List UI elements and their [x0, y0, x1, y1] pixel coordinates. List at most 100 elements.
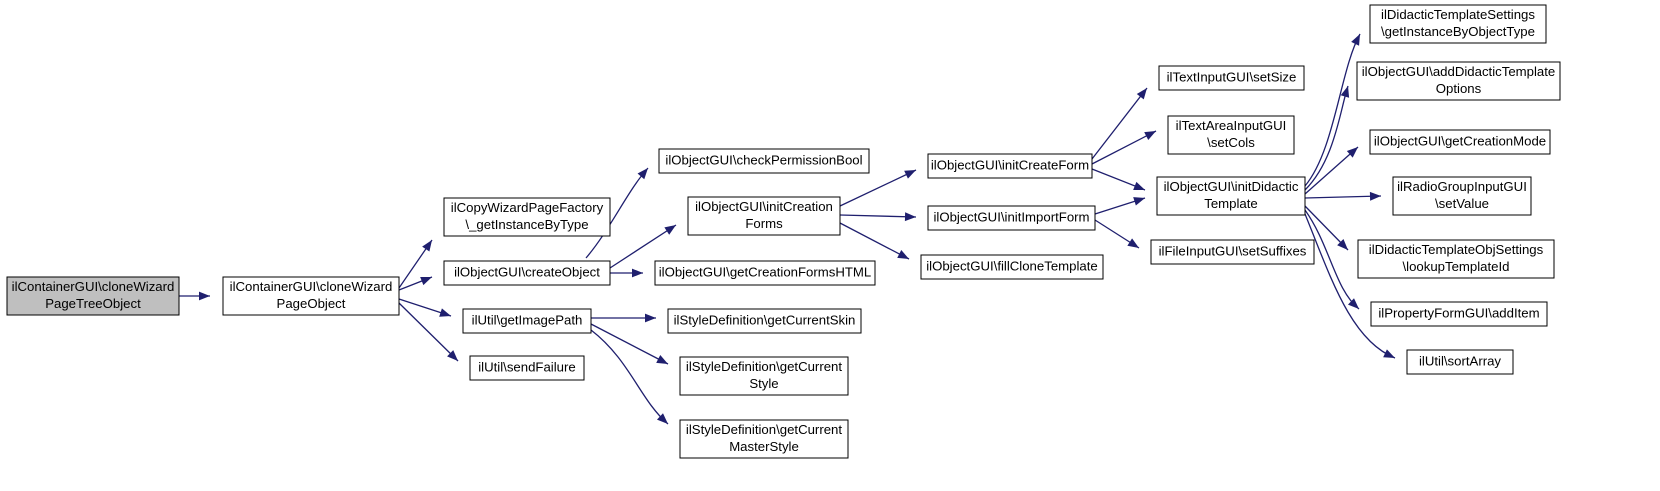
edge-arrowhead [420, 276, 432, 286]
edge-arrowhead [439, 308, 451, 317]
node-label: ilObjectGUI\initDidactic [1164, 179, 1299, 194]
call-edge [1304, 213, 1396, 359]
edge-arrowhead [1346, 147, 1358, 158]
node-label: MasterStyle [729, 439, 799, 454]
node-label: ilStyleDefinition\getCurrent [686, 422, 842, 437]
call-edge [1091, 168, 1146, 191]
node-box[interactable] [462, 308, 592, 334]
graph-node[interactable]: ilObjectGUI\getCreationFormsHTML [654, 260, 876, 286]
graph-node[interactable]: ilTextInputGUI\setSize [1158, 65, 1305, 91]
node-label: ilCopyWizardPageFactory [451, 200, 604, 215]
node-label: ilUtil\getImagePath [472, 312, 583, 327]
edge-arrowhead [637, 168, 648, 180]
node-box[interactable] [1369, 129, 1551, 155]
node-box[interactable] [1156, 176, 1306, 216]
graph-node[interactable]: ilObjectGUI\initCreateForm [927, 153, 1093, 179]
edge-arrowhead [904, 170, 916, 179]
node-label: ilObjectGUI\initImportForm [933, 209, 1089, 224]
node-label: ilUtil\sortArray [1419, 353, 1501, 368]
edge-arrowhead [656, 413, 668, 424]
graph-node[interactable]: ilUtil\getImagePath [462, 308, 592, 334]
call-edge [398, 239, 433, 289]
call-edge [609, 224, 677, 269]
node-box[interactable] [1150, 239, 1315, 265]
node-box[interactable] [679, 419, 849, 459]
edge-line [590, 323, 669, 365]
node-box[interactable] [443, 260, 611, 286]
node-label: ilObjectGUI\addDidacticTemplate [1362, 64, 1556, 79]
node-box[interactable] [1392, 176, 1532, 216]
node-box[interactable] [1370, 301, 1548, 327]
graph-node[interactable]: ilObjectGUI\getCreationMode [1369, 129, 1551, 155]
call-edge [1094, 197, 1146, 215]
node-label: Forms [745, 216, 783, 231]
graph-node[interactable]: ilObjectGUI\initImportForm [927, 205, 1096, 231]
node-label: Options [1436, 81, 1482, 96]
call-edge [1304, 209, 1360, 310]
graph-node[interactable]: ilObjectGUI\createObject [443, 260, 611, 286]
node-box[interactable] [1357, 239, 1555, 279]
node-box[interactable] [679, 356, 849, 396]
graph-node[interactable]: ilRadioGroupInputGUI \setValue [1392, 176, 1532, 216]
call-edge [1304, 85, 1350, 191]
graph-node[interactable]: ilObjectGUI\checkPermissionBool [658, 148, 870, 174]
node-box[interactable] [222, 276, 400, 316]
call-edge [610, 268, 643, 278]
node-box[interactable] [469, 355, 585, 381]
graph-node[interactable]: ilDidacticTemplateObjSettings\lookupTemp… [1357, 239, 1555, 279]
edge-arrowhead [422, 240, 432, 252]
node-box[interactable] [667, 308, 862, 334]
graph-node[interactable]: ilUtil\sendFailure [469, 355, 585, 381]
graph-node[interactable]: ilDidacticTemplateSettings \getInstanceBy… [1369, 4, 1547, 44]
call-edge [839, 169, 917, 207]
node-box[interactable] [1167, 115, 1295, 155]
edge-line [839, 169, 917, 207]
edge-arrowhead [897, 250, 909, 259]
node-box[interactable] [1356, 61, 1561, 101]
node-box[interactable] [1406, 349, 1514, 375]
node-label: ilContainerGUI\cloneWizard [12, 279, 175, 294]
node-box[interactable] [658, 148, 870, 174]
graph-node[interactable]: ilFileInputGUI\setSuffixes [1150, 239, 1315, 265]
call-edge [1091, 87, 1148, 160]
call-edge [591, 313, 656, 323]
graph-node[interactable]: ilTextAreaInputGUI\setCols [1167, 115, 1295, 155]
node-label: Style [749, 376, 778, 391]
graph-node[interactable]: ilUtil\sortArray [1406, 349, 1514, 375]
edge-line [609, 224, 677, 269]
node-label: ilRadioGroupInputGUI [1397, 179, 1527, 194]
edge-arrowhead [632, 268, 643, 278]
node-label: ilTextInputGUI\setSize [1167, 69, 1297, 84]
edge-arrowhead [1351, 34, 1360, 46]
node-label: ilDidacticTemplateSettings [1381, 7, 1535, 22]
graph-node[interactable]: ilStyleDefinition\getCurrentSkin [667, 308, 862, 334]
graph-node[interactable]: ilCopyWizardPageFactory \_getInstanceByTy… [443, 197, 611, 237]
node-box[interactable] [1158, 65, 1305, 91]
edge-line [590, 329, 669, 425]
node-box[interactable] [654, 260, 876, 286]
graph-node[interactable]: ilObjectGUI\fillCloneTemplate [920, 254, 1104, 280]
node-label: ilObjectGUI\initCreateForm [931, 157, 1089, 172]
edge-arrowhead [1136, 88, 1147, 100]
node-box[interactable] [927, 205, 1096, 231]
node-box-root[interactable] [6, 276, 180, 316]
node-label: \setValue [1435, 196, 1489, 211]
node-label: \_getInstanceByType [465, 217, 588, 232]
node-box[interactable] [1369, 4, 1547, 44]
node-label: \getInstanceByObjectType [1381, 24, 1535, 39]
node-box[interactable] [443, 197, 611, 237]
node-box[interactable] [920, 254, 1104, 280]
node-box[interactable] [927, 153, 1093, 179]
edge-line [1304, 213, 1396, 359]
edge-arrowhead [656, 355, 668, 364]
node-label: ilObjectGUI\createObject [454, 264, 600, 279]
graph-node[interactable]: ilPropertyFormGUI\addItem [1370, 301, 1548, 327]
node-box[interactable] [687, 196, 841, 236]
